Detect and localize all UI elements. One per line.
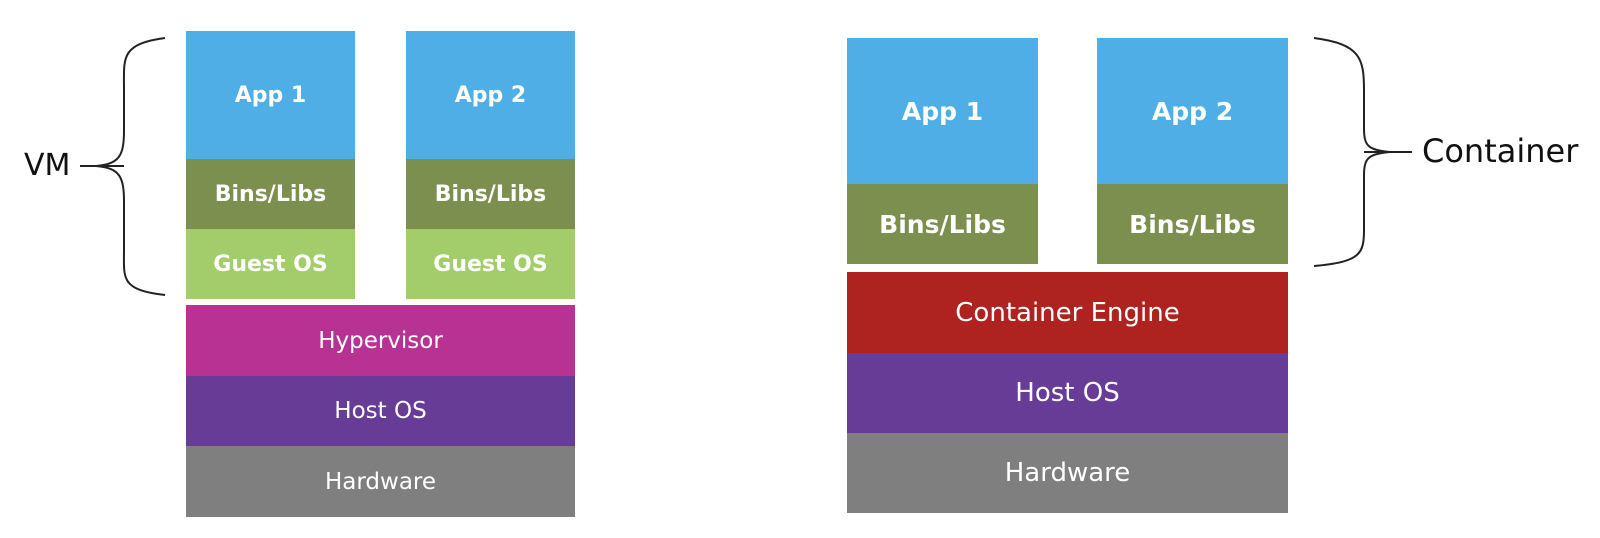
container-app2-bins-block: Bins/Libs [1097, 184, 1288, 264]
vm-app1-block: App 1 [186, 31, 355, 159]
container-host-os-block: Host OS [847, 353, 1288, 433]
container-label: Container [1422, 132, 1579, 170]
vm-hypervisor-block: Hypervisor [186, 305, 575, 376]
vm-hardware-block: Hardware [186, 446, 575, 517]
container-hardware-block: Hardware [847, 433, 1288, 513]
container-app1-bins-block: Bins/Libs [847, 184, 1038, 264]
vm-app2-block: App 2 [406, 31, 575, 159]
container-app1-block: App 1 [847, 38, 1038, 184]
vm-host-os-block: Host OS [186, 376, 575, 446]
container-engine-block: Container Engine [847, 272, 1288, 353]
vm-app1-bins-block: Bins/Libs [186, 159, 355, 229]
container-app2-block: App 2 [1097, 38, 1288, 184]
vm-app2-bins-block: Bins/Libs [406, 159, 575, 229]
vm-app1-guest-os-block: Guest OS [186, 229, 355, 299]
vm-app2-guest-os-block: Guest OS [406, 229, 575, 299]
vm-label: VM [24, 148, 71, 183]
